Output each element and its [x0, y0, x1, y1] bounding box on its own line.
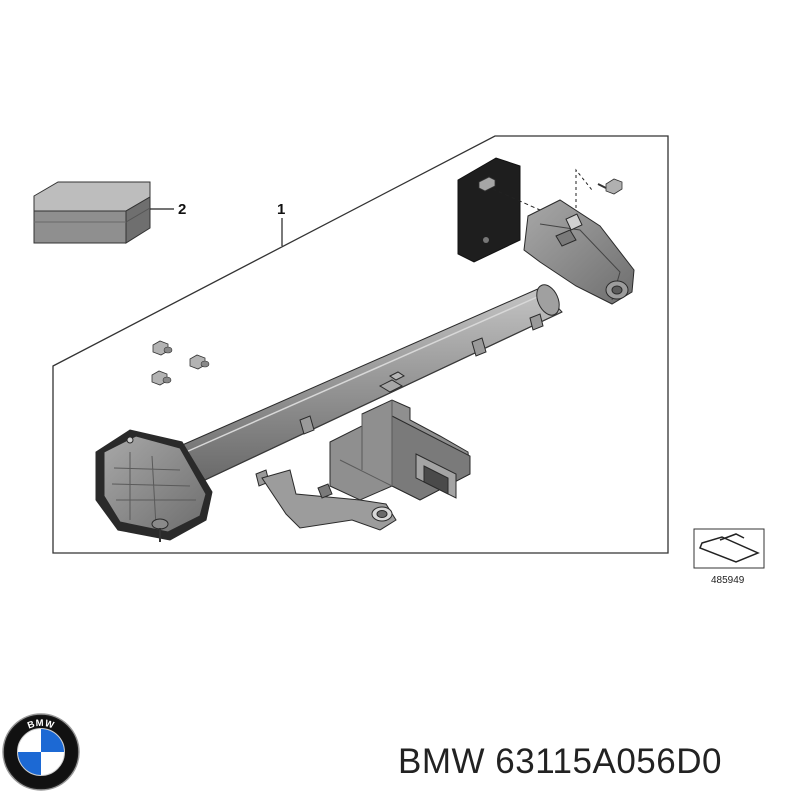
bolt-loose-1	[152, 340, 173, 356]
logo-ring-text: BMW	[26, 718, 56, 732]
callout-2-label: 2	[178, 201, 186, 218]
part-group-frame	[52, 135, 669, 554]
gasket-pad	[457, 157, 521, 263]
reference-number: 485949	[711, 575, 745, 586]
callout-part-2: 2	[150, 201, 186, 218]
brand-part-number: BMW 63115A056D0	[398, 742, 722, 781]
callout-1-label: 1	[277, 201, 285, 218]
bolt-top-left	[478, 176, 496, 192]
bolt-loose-2	[189, 354, 210, 370]
bolt-loose-3	[151, 370, 172, 386]
bolt-top-right	[597, 178, 623, 195]
part-2-box	[33, 181, 151, 244]
reference-icon-box: 485949	[693, 528, 765, 586]
callout-part-1: 1	[277, 201, 285, 246]
bolt-leader-lines	[485, 168, 593, 214]
bmw-logo: BMW	[2, 713, 80, 791]
part-1-tow-hitch	[95, 199, 635, 542]
